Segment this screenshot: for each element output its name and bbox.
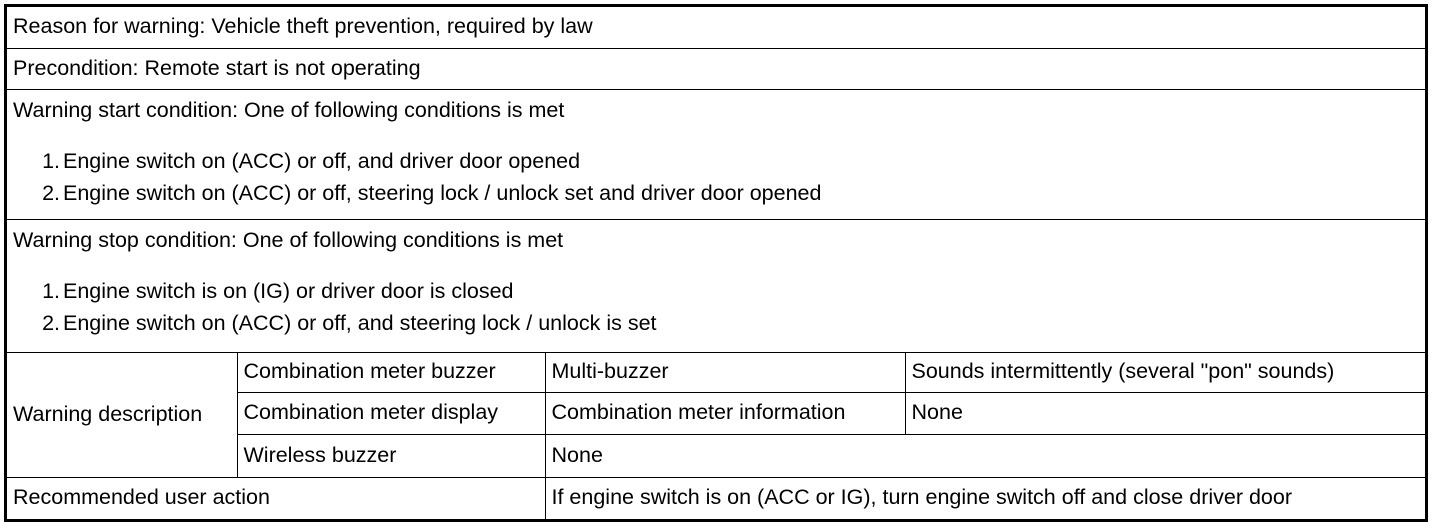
output-cell: None xyxy=(544,433,1426,478)
warning-description-label: Warning description xyxy=(7,351,238,478)
list-item: 2. Engine switch on (ACC) or off, steeri… xyxy=(13,177,1419,209)
precondition-row: Precondition: Remote start is not operat… xyxy=(7,47,1426,90)
list-item: 2. Engine switch on (ACC) or off, and st… xyxy=(13,307,1419,339)
list-item-number: 2. xyxy=(42,181,60,206)
list-item: 1. Engine switch is on (IG) or driver do… xyxy=(13,275,1419,307)
output-cell: Multi-buzzer xyxy=(544,351,906,393)
precondition-cell: Precondition: Remote start is not operat… xyxy=(7,47,1426,90)
list-item-text: Engine switch is on (IG) or driver door … xyxy=(63,279,514,304)
user-action-label: Recommended user action xyxy=(7,476,546,519)
start-condition-list: 1. Engine switch on (ACC) or off, and dr… xyxy=(13,145,1419,209)
list-item-text: Engine switch on (ACC) or off, and steer… xyxy=(63,311,657,336)
behavior-cell: None xyxy=(904,391,1426,435)
table-row: Warning description Combination meter bu… xyxy=(7,351,1426,478)
start-condition-row: Warning start condition: One of followin… xyxy=(7,88,1426,220)
list-item-text: Engine switch on (ACC) or off, steering … xyxy=(63,181,822,206)
stop-condition-row: Warning stop condition: One of following… xyxy=(7,218,1426,353)
stop-condition-list: 1. Engine switch is on (IG) or driver do… xyxy=(13,275,1419,339)
device-cell: Combination meter display xyxy=(237,391,546,435)
list-item-text: Engine switch on (ACC) or off, and drive… xyxy=(63,149,581,174)
list-item: 1. Engine switch on (ACC) or off, and dr… xyxy=(13,145,1419,177)
warning-spec-table-frame: Reason for warning: Vehicle theft preven… xyxy=(4,4,1428,522)
reason-cell: Reason for warning: Vehicle theft preven… xyxy=(7,7,1426,49)
user-action-row: Recommended user action If engine switch… xyxy=(7,476,1426,519)
list-item-number: 2. xyxy=(42,311,60,336)
reason-row: Reason for warning: Vehicle theft preven… xyxy=(7,7,1426,49)
stop-condition-heading: Warning stop condition: One of following… xyxy=(13,227,564,252)
list-item-number: 1. xyxy=(42,149,60,174)
stop-condition-cell: Warning stop condition: One of following… xyxy=(7,218,1426,353)
start-condition-cell: Warning start condition: One of followin… xyxy=(7,88,1426,220)
table-row: Combination meter display Combination me… xyxy=(7,391,1426,435)
device-cell: Combination meter buzzer xyxy=(236,351,546,393)
behavior-cell: Sounds intermittently (several "pon" sou… xyxy=(904,351,1426,393)
user-action-text: If engine switch is on (ACC or IG), turn… xyxy=(544,476,1426,519)
device-cell: Wireless buzzer xyxy=(237,433,546,478)
output-cell: Combination meter information xyxy=(544,391,906,435)
list-item-number: 1. xyxy=(42,279,60,304)
start-condition-heading: Warning start condition: One of followin… xyxy=(13,97,565,122)
warning-spec-table: Reason for warning: Vehicle theft preven… xyxy=(7,7,1426,519)
